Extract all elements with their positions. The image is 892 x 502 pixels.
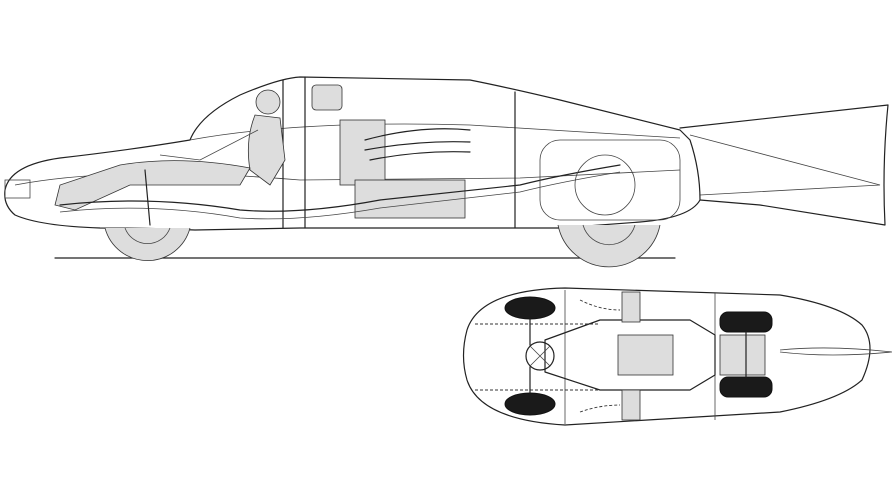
top-view	[462, 287, 892, 426]
nose-intake	[4, 179, 31, 199]
front-left-tyre	[504, 296, 556, 320]
body-outline	[4, 76, 701, 231]
side-view	[4, 76, 889, 268]
front-wheel	[104, 227, 191, 261]
tail-fin	[679, 104, 889, 226]
plan-outline	[462, 287, 871, 426]
rear-wheel	[557, 224, 661, 268]
plan-dashed-lines	[475, 299, 621, 413]
rear-axle-plan	[719, 334, 766, 376]
chassis-tube	[59, 164, 621, 212]
tail-cone	[689, 134, 881, 196]
engine-plan	[617, 334, 674, 376]
rear-axle-housing	[574, 154, 636, 216]
fuel-tank-right	[621, 389, 641, 421]
tail-cone-plan	[779, 347, 892, 356]
rear-hub	[582, 224, 636, 246]
rear-wheel-arch	[539, 139, 681, 221]
front-suspension	[144, 169, 151, 226]
fuel-tank	[354, 179, 466, 219]
radiator-tank	[311, 84, 343, 111]
shoulder-line	[189, 123, 681, 141]
rear-left-tyre	[719, 311, 773, 333]
front-hub	[124, 227, 171, 244]
steering-wheel	[525, 341, 555, 371]
front-right-tyre	[504, 392, 556, 416]
rear-right-tyre	[719, 376, 773, 398]
fuel-tank-left	[621, 291, 641, 323]
engine-block	[339, 119, 386, 186]
chassis-tube	[59, 171, 621, 220]
exhaust-pipes	[364, 128, 471, 161]
driver-figure	[54, 89, 286, 211]
